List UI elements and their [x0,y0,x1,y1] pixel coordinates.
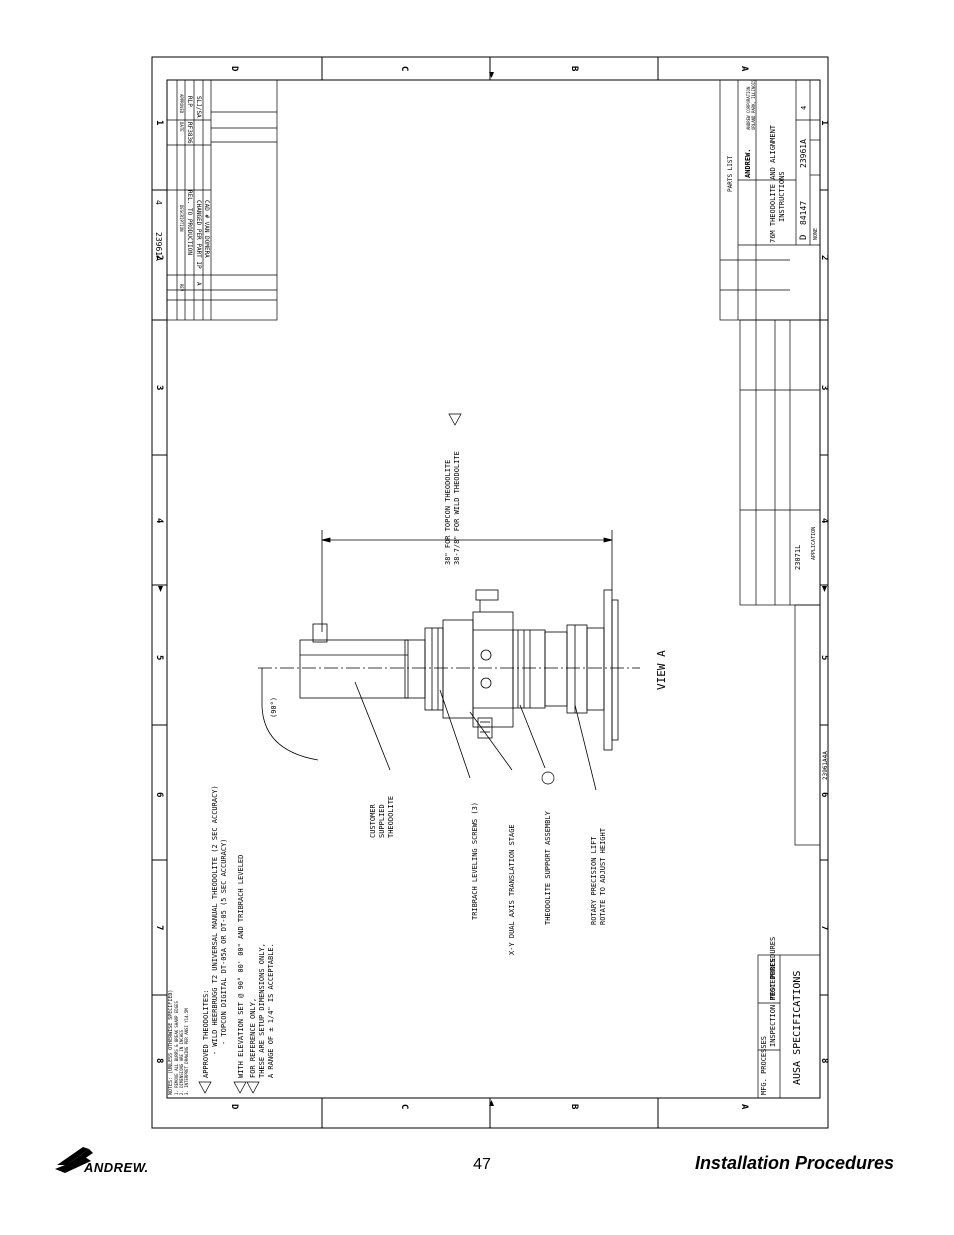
doc-rev-top: 4 [154,200,163,205]
rev-desc-2: CHANGED PER PART IP [195,200,202,269]
zone-number-r2: 2 [819,255,829,260]
angle-label: (90°) [270,697,278,718]
zone-number-6: 6 [154,792,164,797]
andrew-logo-icon [55,1147,93,1173]
dimension-line-2: 38-7/8" FOR WILD THEODOLITE [453,451,461,565]
title-block [719,79,821,1099]
zone-letter-b-bottom: B [569,1104,579,1110]
callout-rotary-lift: ROTARY PRECISION LIFT [590,836,598,925]
page-number: 47 [473,1156,491,1173]
sheet-number: 4 [800,106,808,110]
note2-line: WITH ELEVATION SET @ 90° 00' 00" AND TRI… [237,855,245,1078]
rev-desc-3: CAD # VAN DOMERA [203,200,210,258]
zone-letter-b-top: B [569,66,579,72]
callout-rotate-adjust: ROTATE TO ADJUST HEIGHT [599,827,607,925]
callout-supplied: SUPPLIED [378,804,386,838]
callout-tribrach: TRIBRACH LEVELING SCREWS (3) [471,802,479,920]
zone-number-r5: 5 [819,655,829,660]
callout-customer: CUSTOMER [369,803,377,838]
zone-number-3: 3 [154,385,164,390]
next-assembly: 23071L [794,545,802,570]
zone-number-r1: 1 [819,120,829,125]
drawing-title-2: INSTRUCTIONS [778,171,786,222]
zone-number-r8: 8 [819,1058,829,1063]
zone-number-r7: 7 [819,925,829,930]
rev-header-desc: DESCRIPTION [179,205,184,232]
company-name: ANDREW CORPORATION [746,86,751,130]
andrew-logo-small: ANDREW. [744,148,752,178]
zone-letter-a-bottom: A [739,1104,749,1110]
drawing-number: 84147 [799,201,808,225]
andrew-logo-text: ANDREW. [84,1160,149,1175]
theodolite-assembly [258,530,640,791]
zone-number-r4: 4 [819,518,829,524]
zone-number-2: 2 [154,255,164,260]
rev-header-date: DATE [179,122,184,132]
notes-header: NOTES: (UNLESS OTHERWISE SPECIFIED) [168,990,174,1095]
rev-eco: RF3836 [186,122,193,144]
rev-desc-1: REL. TO PRODUCTION [186,190,193,255]
notes-small-3: 3. INTERPRET DRAWING PER ANSI Y14.5M [184,1008,189,1095]
zone-number-r6: 6 [819,792,829,797]
callout-xy-stage: X-Y DUAL AXIS TRANSLATION STAGE [508,824,516,955]
zone-letter-c-bottom: C [399,1104,409,1109]
company-address: ORLAND PARK, ILLINOIS [751,79,756,130]
rev-approver-2: SLJ/SA [195,96,202,118]
drawing-scale: NONE [813,228,819,240]
note3-line2: THESE ARE SETUP DIMENSIONS ONLY, [258,943,266,1078]
notes-small-2: 2. DIMENSIONS ARE IN INCHES [179,1029,184,1095]
zone-letter-d-top: D [229,66,239,72]
rev-approver-1: RLP [186,96,193,107]
zone-number-8: 8 [154,1058,164,1063]
spec-inspection-procedures: INSPECTION PROCEDURES [769,958,777,1047]
callout-support-assembly: THEODOLITE SUPPORT ASSEMBLY [544,810,552,925]
rev-header-rev: REV [179,284,184,292]
zone-letter-a-top: A [739,66,749,72]
rev-letter: A [195,282,202,286]
zone-letter-c-top: C [399,66,409,71]
view-label: VIEW A [655,650,668,690]
note3-line1: FOR REFERENCE ONLY, [249,998,257,1078]
callout-theodolite: THEODOLITE [387,796,395,838]
note3-line3: A RANGE OF ± 1/4" IS ACCEPTABLE. [267,943,275,1078]
notes-small-1: 1. REMOVE ALL BURRS & BREAK SHARP EDGES [174,1000,179,1095]
spec-test-procedures: TEST PROCEDURES [769,937,777,1000]
dwg-number: 23961A [799,139,808,168]
dimension-line-1: 38" FOR TOPCON THEODOLITE [444,460,452,565]
zone-number-4: 4 [154,518,164,524]
doc-number-top: 23961A [154,232,163,261]
zone-number-7: 7 [154,925,164,930]
section-title: Installation Procedures [694,1153,894,1173]
note1-title: APPROVED THEODOLITES: [202,989,210,1078]
sap-file: 23961A4A [822,751,829,780]
spec-title: AUSA SPECIFICATIONS [792,971,803,1085]
application-label: APPLICATION [811,527,817,560]
note1-line1: - WILD HEERBRUGG T2 UNIVERSAL MANUAL THE… [211,785,219,1055]
drawing-title-1: 76M THEODOLITE AND ALIGNMENT [769,124,777,243]
revision-block [166,79,278,321]
zone-number-r3: 3 [819,385,829,390]
drawing-size: D [799,235,809,240]
note1-line2: - TOPCON DIGITAL DT-05A OR DT-05 (5 SEC … [220,838,228,1045]
spec-mfg-processes: MFG. PROCESSES [760,1036,768,1095]
zone-letter-d-bottom: D [229,1104,239,1110]
parts-list-label: PARTS LIST [727,155,734,192]
zone-number-5: 5 [154,655,164,660]
rev-header-appr: APPROVED [179,94,184,114]
zone-number-1: 1 [154,120,164,125]
